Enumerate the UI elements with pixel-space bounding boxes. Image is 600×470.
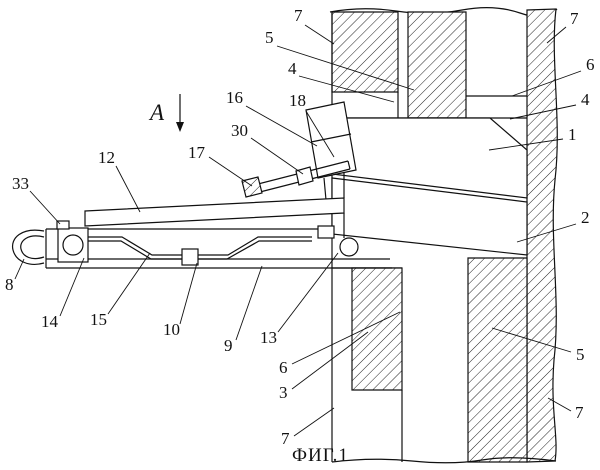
part-label-10: 10: [163, 320, 180, 339]
pivot-block: [317, 225, 335, 239]
part-label-7-bottom-left: 7: [281, 429, 290, 448]
part-label-3: 3: [279, 383, 288, 402]
part-label-7-bottom-right: 7: [575, 403, 584, 422]
part-label-13: 13: [260, 328, 277, 347]
hook: [11, 229, 45, 265]
part-labels: 7 5 4 16 18 30 17 12 33 8 14 15 10 9 13 …: [5, 6, 595, 448]
spring-clip: [181, 248, 199, 266]
part-label-33: 33: [12, 174, 29, 193]
section-letter: A: [148, 100, 165, 125]
bolt-nut: [295, 166, 314, 186]
part-label-14: 14: [41, 312, 59, 331]
shelf-assembly: [11, 197, 392, 269]
section-marker: A: [148, 94, 184, 132]
part-label-17: 17: [188, 143, 206, 162]
part-label-7-top-right: 7: [570, 9, 579, 28]
part-label-16: 16: [226, 88, 243, 107]
clamp-lever-assembly: [241, 101, 357, 201]
part-label-12: 12: [98, 148, 115, 167]
right-roller: [339, 237, 359, 257]
part-label-5-right: 5: [576, 345, 585, 364]
part-label-18: 18: [289, 91, 306, 110]
figure-caption: ФИГ.1: [292, 445, 349, 466]
fastener-33: [56, 220, 70, 230]
part-label-7-top-left: 7: [294, 6, 303, 25]
part-label-15: 15: [90, 310, 107, 329]
leader-lines: [14, 24, 582, 437]
clamp-lever: [305, 101, 357, 179]
left-roller: [62, 234, 84, 256]
part-label-1: 1: [568, 125, 577, 144]
upper-wall-block-left: [331, 11, 399, 93]
part-label-4-top: 4: [288, 59, 297, 78]
part-label-6-right: 6: [586, 55, 595, 74]
upper-wall-block-right: [407, 11, 467, 119]
part-label-9: 9: [224, 336, 233, 355]
section-arrow-icon: [176, 122, 184, 132]
part-label-2: 2: [581, 208, 590, 227]
bolt-head: [241, 176, 263, 198]
shelf-plate: [84, 197, 345, 227]
part-label-30: 30: [231, 121, 248, 140]
part-label-6-bottom: 6: [279, 358, 288, 377]
part-label-8: 8: [5, 275, 14, 294]
support-blocks: [331, 117, 528, 256]
lower-wall-block-left: [351, 267, 403, 391]
part-label-5-top: 5: [265, 28, 274, 47]
outer-wall-strip: [526, 8, 558, 463]
part-label-4-right: 4: [581, 90, 590, 109]
tilted-block-2: [331, 177, 528, 256]
lower-wall-block-right: [467, 257, 528, 463]
